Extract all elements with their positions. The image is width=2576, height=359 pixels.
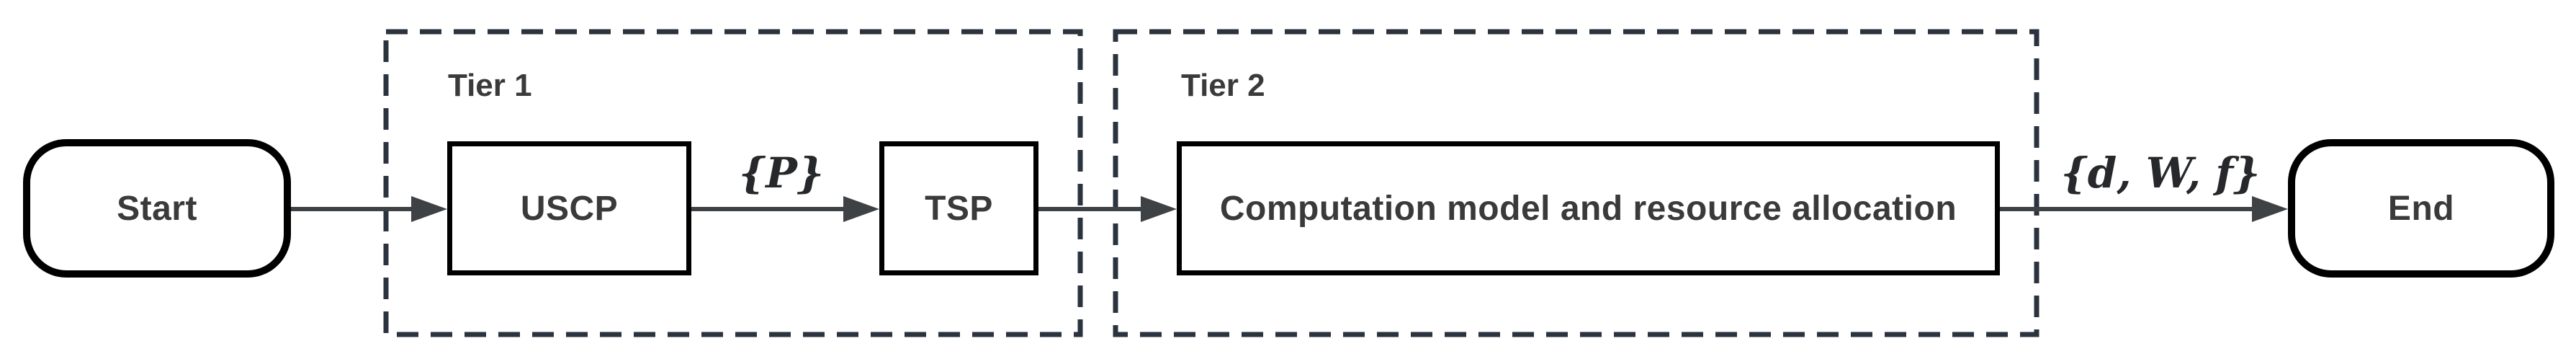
computation-node: Computation model and resource allocatio… xyxy=(1177,141,2000,275)
tier2-group-label: Tier 2 xyxy=(1181,68,1265,103)
uscp-node: USCP xyxy=(447,141,691,275)
end-node-label: End xyxy=(2387,189,2455,228)
edge-label-p-set: {P} xyxy=(738,149,825,198)
arrow-start-to-uscp xyxy=(291,196,447,222)
tier2-dashed-border xyxy=(1113,29,2039,337)
arrow-uscp-to-tsp xyxy=(691,196,879,222)
end-node: End xyxy=(2288,139,2554,278)
start-node: Start xyxy=(23,139,291,278)
computation-node-label: Computation model and resource allocatio… xyxy=(1219,189,1957,228)
tsp-node: TSP xyxy=(879,141,1038,275)
tier1-group-label: Tier 1 xyxy=(448,68,532,103)
uscp-node-label: USCP xyxy=(520,189,619,228)
tier1-dashed-border xyxy=(383,29,1083,337)
start-node-label: Start xyxy=(117,189,197,228)
tsp-node-label: TSP xyxy=(925,189,993,228)
arrow-computation-to-end xyxy=(2000,196,2288,222)
arrow-tsp-to-computation xyxy=(1038,196,1177,222)
edge-label-dwf-set: {d, W, f} xyxy=(2060,149,2261,198)
